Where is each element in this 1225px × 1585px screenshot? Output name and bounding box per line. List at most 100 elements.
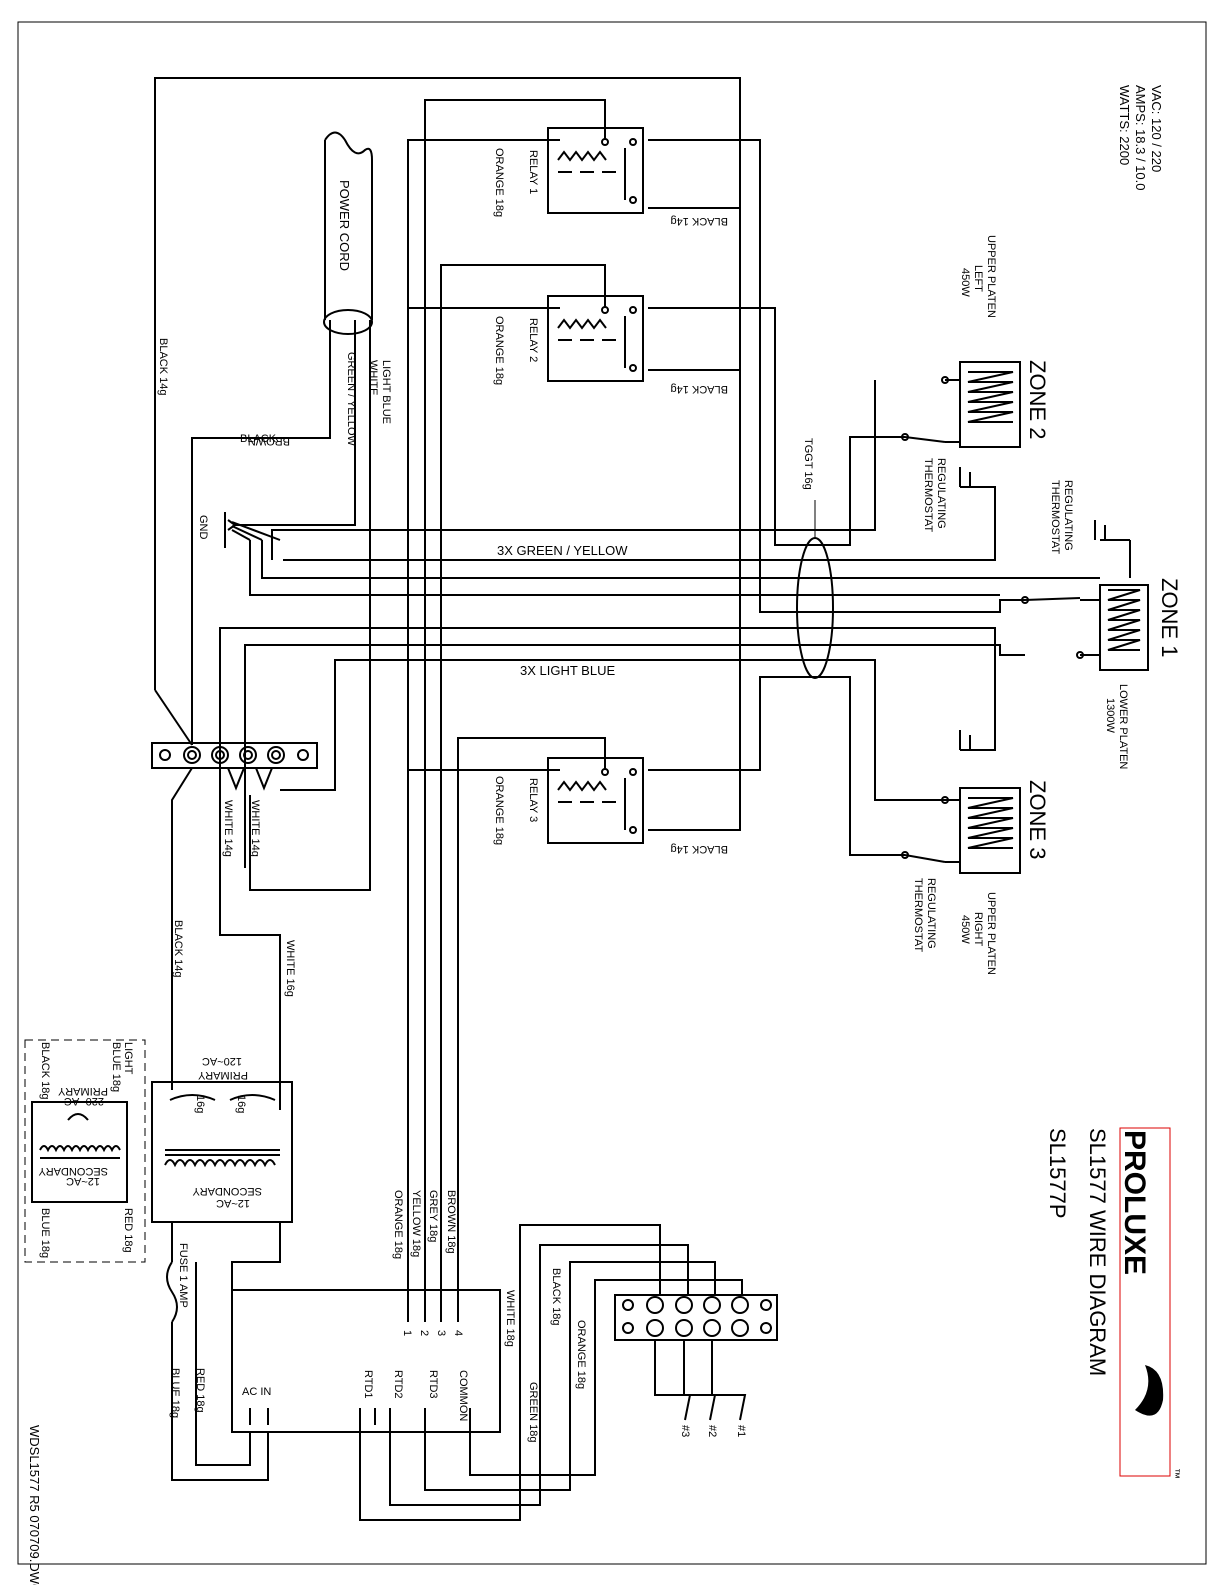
spec-vac: VAC: 120 / 220	[1149, 85, 1164, 172]
brand-name: PROLUXE	[1118, 1130, 1151, 1275]
xfmr-secondary: 12~AC	[216, 1197, 250, 1209]
zone-1-heater	[1021, 584, 1149, 671]
trademark: ™	[1169, 1468, 1181, 1479]
tggt-sleeve	[796, 537, 834, 679]
zone1-desc1: LOWER PLATEN	[1117, 684, 1129, 769]
black18: BLACK 18g	[550, 1268, 562, 1325]
alt-primary: 220~AC	[64, 1095, 104, 1107]
xfmr-secondary2: SECONDARY	[192, 1185, 262, 1197]
relay-3	[547, 757, 644, 844]
orange18: ORANGE 18g	[392, 1190, 404, 1259]
page-border	[17, 21, 1207, 1565]
alt-primary2: PRIMARY	[57, 1085, 108, 1097]
thermostat-zone3-symbol	[959, 730, 971, 750]
relay2-contact: BLACK 14g	[671, 383, 728, 395]
zone1-desc2: 1300W	[1104, 698, 1116, 733]
zone1-label: ZONE 1	[1157, 578, 1182, 657]
zone-3-heater	[901, 787, 1021, 874]
light-blue-bundle: 3X LIGHT BLUE	[520, 663, 615, 678]
black14-bottom: BLACK 14g	[172, 920, 184, 977]
alt-secondary: 12~AC	[66, 1175, 100, 1187]
relay1-contact: BLACK 14g	[671, 215, 728, 227]
zone3-desc2: RIGHT	[972, 912, 984, 947]
green-yellow-bundle: 3X GREEN / YELLOW	[497, 543, 628, 558]
zone2-desc3: 450W	[959, 268, 971, 297]
main-transformer	[151, 1081, 293, 1481]
relay-1	[547, 127, 644, 214]
ctrl-out-3: 3	[435, 1330, 447, 1336]
thermostat-zone1-symbol	[1094, 520, 1106, 540]
zone3-desc3: 450W	[959, 915, 971, 944]
cord-wire-greenyellow: GREEN / YELLOW	[345, 352, 357, 447]
alt-lightblue2: BLUE 18g	[110, 1042, 122, 1092]
gnd-label: GND	[197, 515, 209, 540]
rtd-terminal-block	[614, 1294, 778, 1421]
drawing-number: WDSL1577 R5 070709.DWG	[27, 1425, 42, 1585]
white18: WHITE 18g	[504, 1290, 516, 1347]
alt-lightblue: LIGHT	[122, 1042, 134, 1075]
ctrl-out-2: 2	[418, 1330, 430, 1336]
title-line2: SL1577P	[1045, 1128, 1070, 1219]
main-terminal-block	[151, 742, 318, 1110]
relay3-label: RELAY 3	[527, 778, 539, 822]
white14-a: WHITE 14g	[249, 800, 261, 857]
zone-2-heater	[901, 361, 1021, 448]
power-cord	[323, 131, 373, 335]
grey18: GREY 18g	[427, 1190, 439, 1242]
brown18: BROWN 18g	[445, 1190, 457, 1254]
title-line1: SL1577 WIRE DIAGRAM	[1085, 1128, 1110, 1376]
spec-amps: AMPS: 18.3 / 10.0	[1133, 85, 1148, 191]
alt-black: BLACK 18g	[39, 1042, 51, 1099]
logo-box	[1119, 1127, 1171, 1477]
yellow18: YELLOW 18g	[410, 1190, 422, 1257]
red18: RED 18g	[194, 1368, 206, 1413]
cord-wire-brown: BROWN	[248, 435, 290, 447]
tstat2-l2: THERMOSTAT	[922, 458, 934, 532]
relay2-label: RELAY 2	[527, 318, 539, 362]
relay3-contact: BLACK 14g	[671, 843, 728, 855]
wire-black14-top: BLACK 14g	[157, 338, 169, 395]
tstat2-l1: REGULATING	[935, 458, 947, 529]
xfmr-gauge-a: 16g	[194, 1095, 206, 1113]
logo-icon	[1135, 1365, 1164, 1416]
cord-wire-white: WHITE	[367, 360, 379, 395]
tstat3-l2: THERMOSTAT	[912, 878, 924, 952]
relay2-coil: ORANGE 18g	[493, 316, 505, 385]
orange18b: ORANGE 18g	[575, 1320, 587, 1389]
zone2-label: ZONE 2	[1025, 360, 1050, 439]
tstat3-l1: REGULATING	[925, 878, 937, 949]
alt-blue: BLUE 18g	[39, 1208, 51, 1258]
zone2-desc2: LEFT	[972, 265, 984, 292]
ctrl-rtd2: RTD2	[392, 1370, 404, 1399]
green18: GREEN 18g	[527, 1382, 539, 1443]
labels: PROLUXE ™ SL1577 WIRE DIAGRAM SL1577P VA…	[27, 85, 1182, 1585]
cord-wire-black: BLACK	[240, 433, 277, 445]
zone3-desc1: UPPER PLATEN	[985, 892, 997, 975]
alt-transformer	[24, 1039, 146, 1263]
fuse-label: FUSE 1 AMP	[177, 1243, 189, 1308]
controller	[231, 1224, 743, 1521]
tggt-label: TGGT 16g	[802, 438, 814, 490]
ctrl-out-1: 1	[401, 1330, 413, 1336]
thermostat-zone2-symbol	[959, 467, 971, 488]
rtd-1: #1	[735, 1425, 747, 1437]
main-wiring	[154, 77, 1131, 1305]
ctrl-common: COMMON	[457, 1370, 469, 1421]
relay3-coil: ORANGE 18g	[493, 776, 505, 845]
cord-wire-lightblue: LIGHT BLUE	[380, 360, 392, 424]
tstat1-l2: THERMOSTAT	[1049, 480, 1061, 554]
spec-watts: WATTS: 2200	[1117, 85, 1132, 165]
ctrl-out-4: 4	[452, 1330, 464, 1336]
xfmr-primary: 120~AC	[202, 1055, 242, 1067]
power-cord-label: POWER CORD	[337, 180, 352, 271]
zone2-desc1: UPPER PLATEN	[985, 235, 997, 318]
relay-2	[547, 295, 644, 382]
rtd-2: #2	[706, 1425, 718, 1437]
xfmr-primary2: PRIMARY	[197, 1069, 248, 1081]
rtd-3: #3	[679, 1425, 691, 1437]
relay1-coil: ORANGE 18g	[493, 148, 505, 217]
ctrl-acin: AC IN	[242, 1386, 271, 1398]
ctrl-rtd3: RTD3	[427, 1370, 439, 1399]
tstat1-l1: REGULATING	[1062, 480, 1074, 551]
